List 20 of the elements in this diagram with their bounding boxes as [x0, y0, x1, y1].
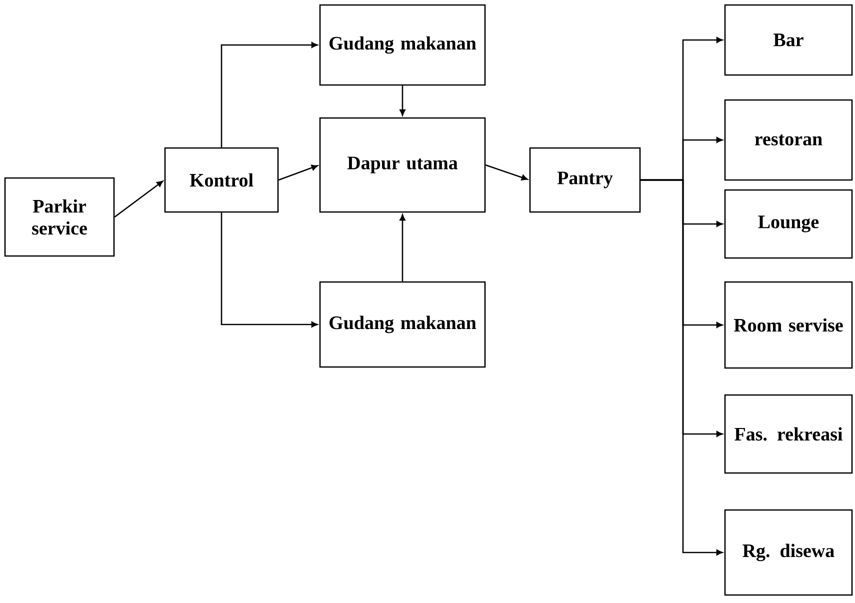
process-box: Gudang makanan — [319, 4, 486, 86]
arrow — [485, 164, 528, 180]
process-box: Pantry — [529, 147, 641, 213]
process-box: Lounge — [724, 189, 853, 259]
arrow — [220, 212, 318, 328]
arrow — [640, 179, 723, 556]
process-box: restoran — [724, 99, 853, 181]
process-box: Dapur utama — [319, 117, 486, 213]
process-box: Kontrol — [164, 147, 279, 213]
process-box: Rg. disewa — [724, 509, 853, 596]
arrow — [278, 164, 318, 181]
arrow — [400, 214, 406, 282]
process-box: Bar — [724, 4, 853, 76]
arrow — [114, 180, 164, 218]
process-box: Gudang makanan — [319, 281, 486, 368]
process-box: Parkir service — [4, 177, 115, 257]
arrow — [220, 42, 318, 148]
process-box: Fas. rekreasi — [724, 394, 853, 474]
arrow — [400, 86, 406, 116]
process-box: Room servise — [724, 281, 853, 369]
